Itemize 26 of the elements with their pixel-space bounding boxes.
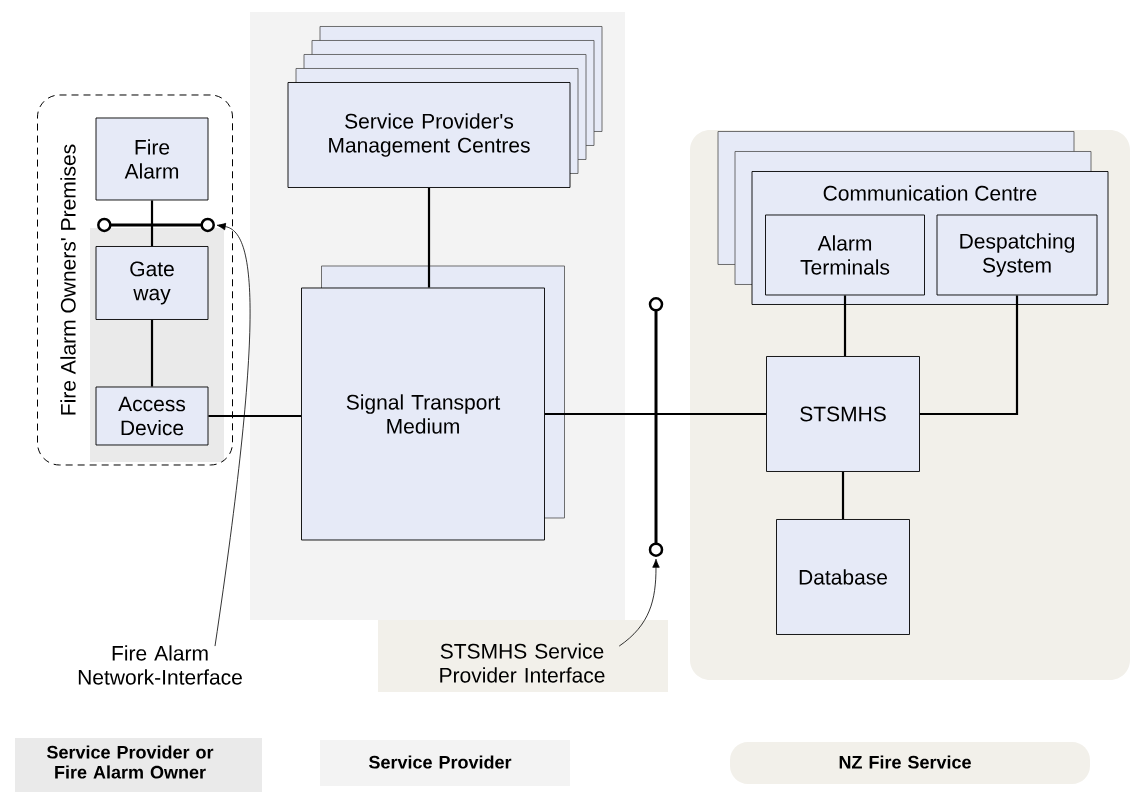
process-box: Gate way xyxy=(95,246,209,320)
interface-bar xyxy=(648,297,664,557)
connector-line xyxy=(427,187,431,288)
process-box: Alarm Terminals xyxy=(765,214,925,296)
connector-line xyxy=(150,200,154,247)
legend-item: NZ Fire Service xyxy=(730,742,1090,784)
process-box: Despatching System xyxy=(936,214,1098,296)
callout-text: Fire Alarm Network-Interface xyxy=(78,645,242,685)
process-box: Database xyxy=(776,519,910,635)
process-box: Service Provider's Management Centres xyxy=(287,82,571,188)
leader-arrow xyxy=(618,558,660,647)
callout-text: STSMHS Service Provider Interface xyxy=(440,643,605,683)
connector-line xyxy=(208,414,302,418)
legend-item: Service Provider xyxy=(320,740,570,786)
process-box: Access Device xyxy=(95,386,209,446)
interface-bar xyxy=(97,217,215,233)
connector-line xyxy=(150,319,154,387)
process-box: Fire Alarm xyxy=(95,117,209,201)
connector-line xyxy=(544,412,767,416)
process-box: Signal Transport Medium xyxy=(301,287,545,541)
leader-arrow xyxy=(214,222,251,647)
connector-line xyxy=(841,471,845,520)
connector-line xyxy=(843,295,847,357)
connector-line xyxy=(919,295,1019,416)
process-box: STSMHS xyxy=(766,356,920,472)
legend-item: Service Provider or Fire Alarm Owner xyxy=(15,738,262,792)
